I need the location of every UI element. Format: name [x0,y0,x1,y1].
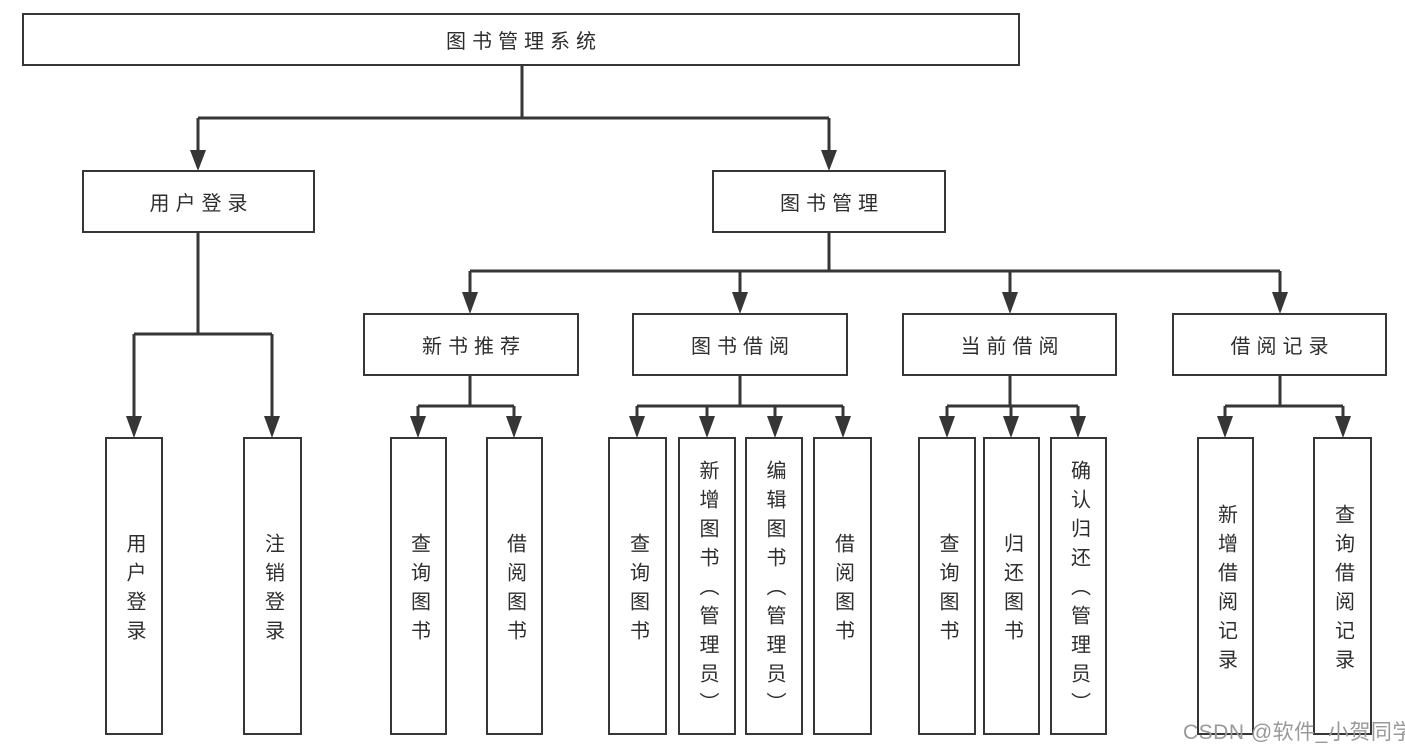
csdn-watermark: CSDN @软件_小贺同学 [1183,721,1405,744]
leaf-current-query-books: 查询图书 [918,437,976,735]
leaf-borrow-borrow-books-label: 借阅图书 [831,532,854,649]
leaf-newbook-borrow-books-label: 借阅图书 [503,532,526,649]
leaf-borrow-query-books: 查询图书 [608,437,667,735]
leaf-record-add-borrow-record: 新增借阅记录 [1197,437,1254,735]
node-current-borrow: 当前借阅 [902,313,1117,376]
leaf-borrow-edit-books-admin: 编辑图书（管理员） [745,437,803,735]
leaf-user-login-label: 用户登录 [123,532,145,649]
node-current-borrow-label: 当前借阅 [960,336,1065,358]
leaf-current-confirm-return-admin-label: 确认归还（管理员） [1067,460,1090,721]
node-root-label: 图书管理系统 [446,31,602,53]
node-book-borrow-label: 图书借阅 [691,336,795,358]
leaf-newbook-query-books-label: 查询图书 [407,532,430,649]
leaf-record-query-borrow-record-label: 查询借阅记录 [1331,503,1354,678]
leaf-newbook-query-books: 查询图书 [390,437,447,735]
leaf-current-confirm-return-admin: 确认归还（管理员） [1050,437,1107,735]
leaf-borrow-edit-books-admin-label: 编辑图书（管理员） [763,460,785,721]
leaf-user-login: 用户登录 [105,437,163,735]
leaf-logout-login: 注销登录 [243,437,302,735]
arrowheads [126,150,1351,438]
node-user-login-label: 用户登录 [149,193,254,215]
leaf-current-return-books-label: 归还图书 [1000,532,1023,649]
leaf-borrow-add-books-admin-label: 新增图书（管理员） [696,460,718,721]
node-user-login: 用户登录 [82,170,315,233]
node-borrow-records-label: 借阅记录 [1230,336,1335,358]
node-root: 图书管理系统 [22,13,1020,66]
leaf-logout-login-label: 注销登录 [261,532,284,649]
leaf-record-query-borrow-record: 查询借阅记录 [1313,437,1372,735]
leaf-borrow-borrow-books: 借阅图书 [813,437,872,735]
node-book-management: 图书管理 [712,170,946,233]
leaf-borrow-add-books-admin: 新增图书（管理员） [678,437,736,735]
node-book-borrow: 图书借阅 [632,313,848,376]
node-book-management-label: 图书管理 [780,193,884,215]
leaf-current-return-books: 归还图书 [983,437,1040,735]
node-borrow-records: 借阅记录 [1172,313,1387,376]
leaf-borrow-query-books-label: 查询图书 [626,532,649,649]
node-new-book-recommend-label: 新书推荐 [422,336,526,358]
leaf-current-query-books-label: 查询图书 [936,532,958,649]
leaf-newbook-borrow-books: 借阅图书 [486,437,543,735]
leaf-record-add-borrow-record-label: 新增借阅记录 [1214,503,1237,678]
node-new-book-recommend: 新书推荐 [363,313,579,376]
